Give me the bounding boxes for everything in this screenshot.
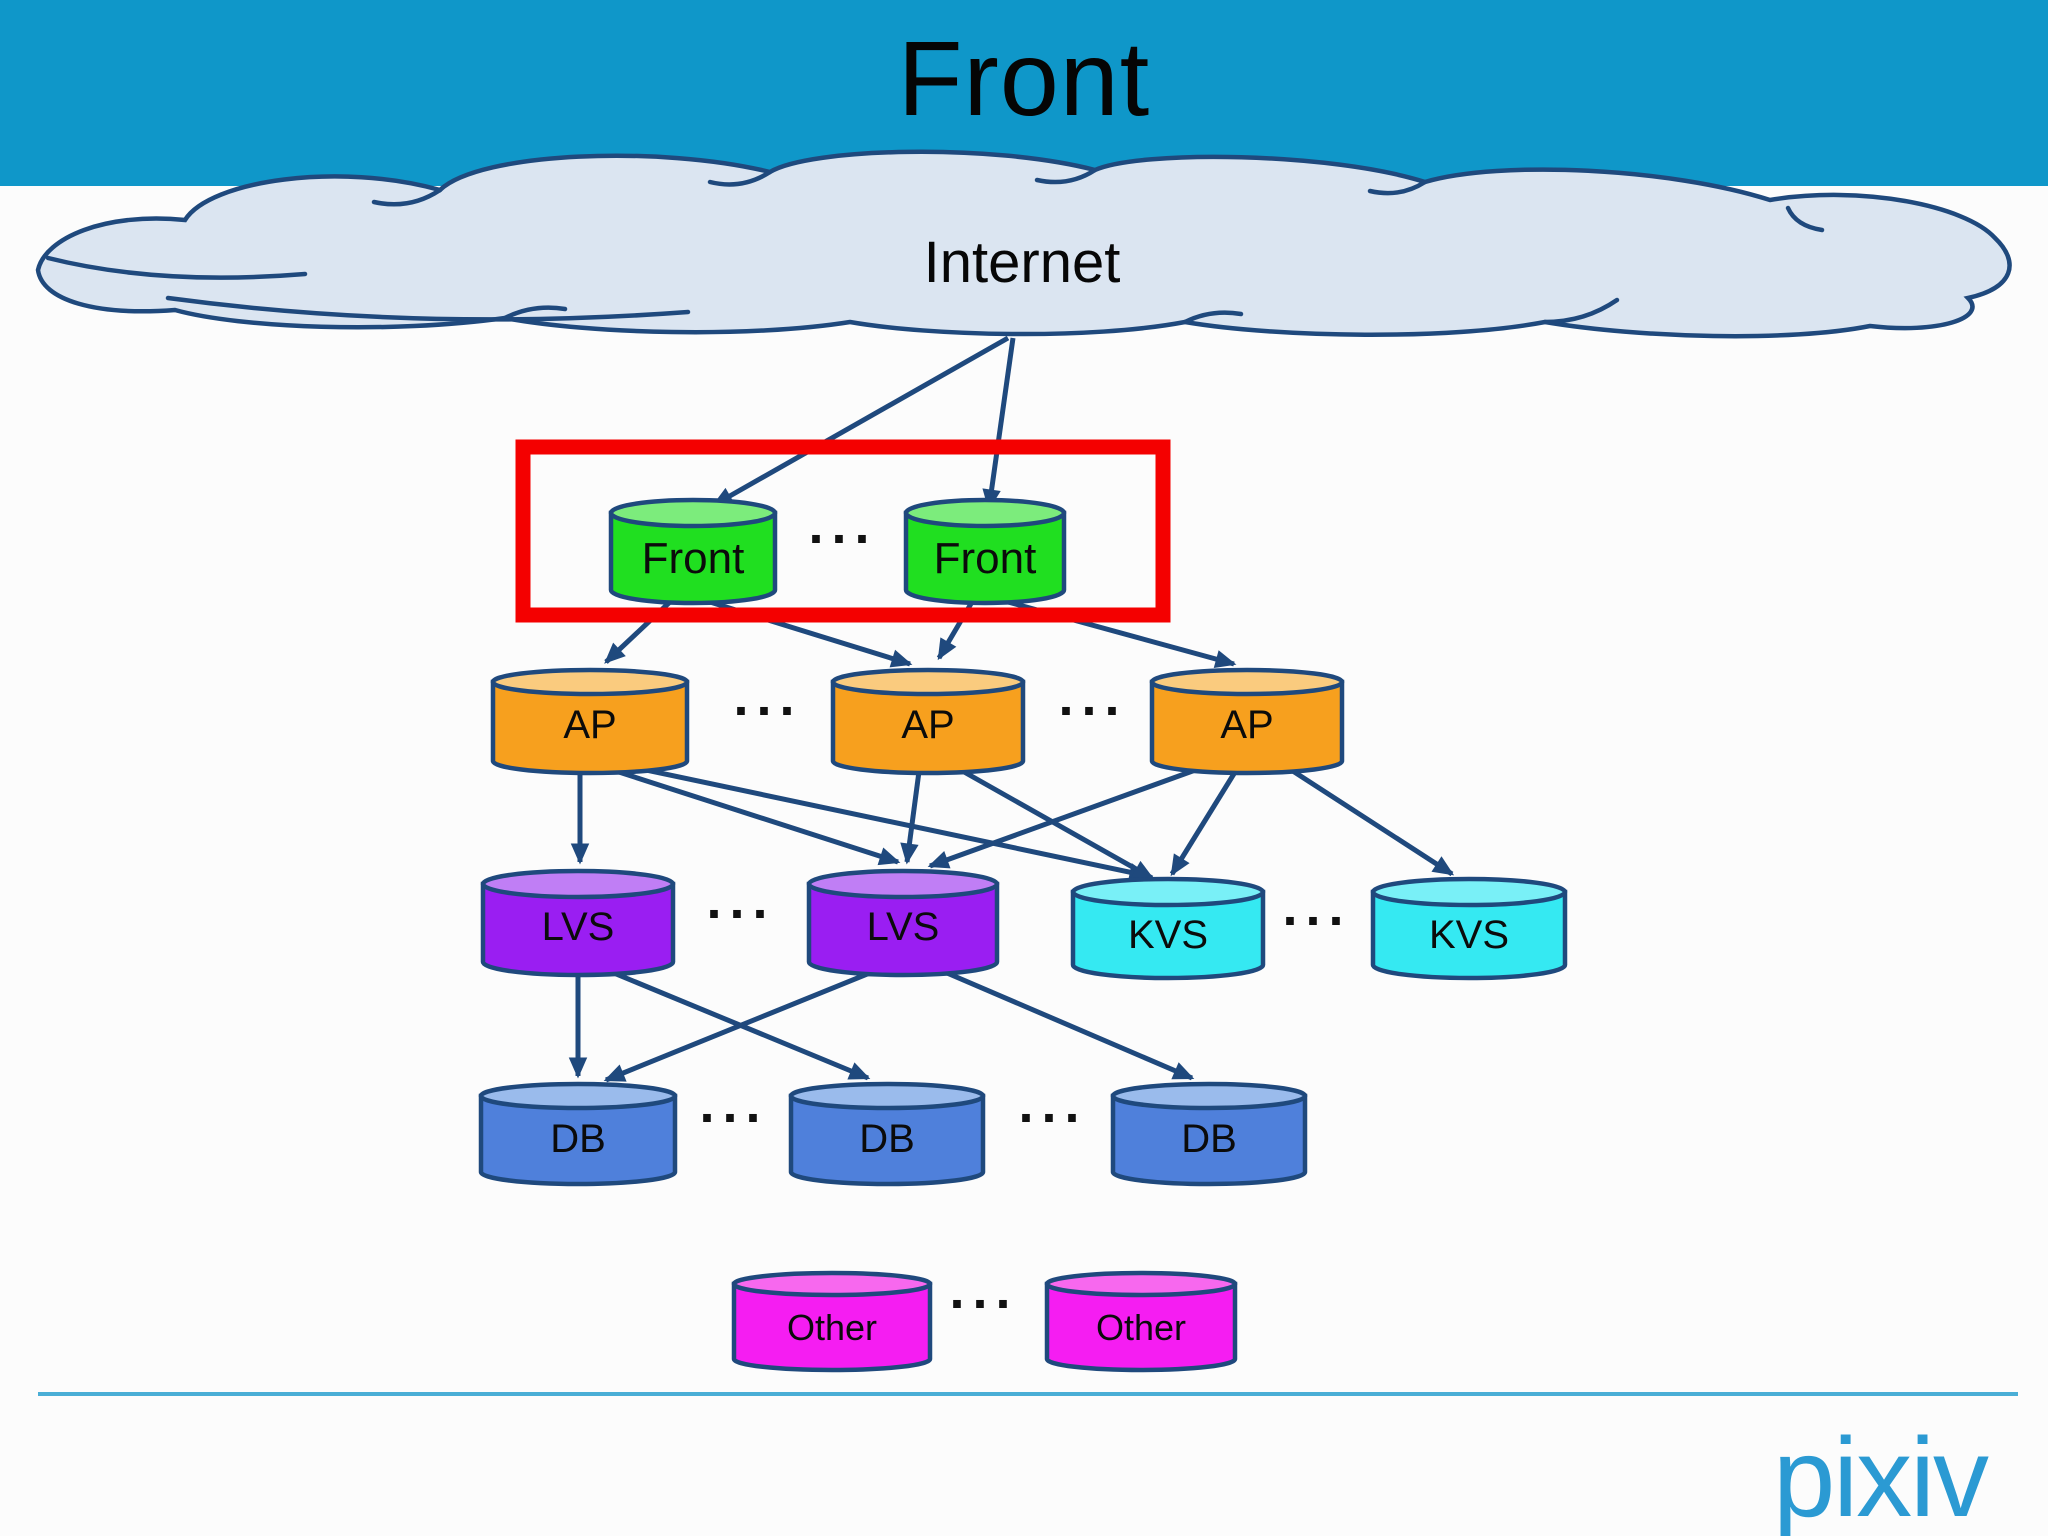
arrow-ap3-kvs2 [1280, 761, 1455, 877]
cloud-label: Internet [924, 230, 1121, 295]
arrow-internet-front1 [711, 335, 1010, 508]
page-title: Front [897, 19, 1151, 138]
node-label-ap: AP [901, 703, 954, 747]
cylinder-kvs-2: KVS [1370, 876, 1568, 981]
cloud-curl [707, 169, 773, 187]
arrow-ap3-lvs2 [927, 761, 1213, 869]
cylinder-ap-1: AP [490, 667, 690, 776]
cloud-curl [371, 187, 443, 207]
cylinder-body [1110, 1093, 1308, 1187]
ellipsis: ... [733, 667, 802, 727]
highlight-red-box [515, 439, 1171, 623]
cylinder-top [490, 667, 690, 697]
arrow-ap2-lvs2 [900, 763, 923, 865]
cylinder-top [788, 1081, 986, 1111]
cylinder-other-2: Other [1044, 1270, 1238, 1373]
cylinder-top [1110, 1081, 1308, 1111]
cylinder-body [830, 679, 1026, 776]
arrow-ap1-kvs1 [607, 759, 1151, 882]
cloud-curl [1182, 310, 1244, 325]
cylinder-other-1: Other [731, 1270, 933, 1373]
cylinder-body [731, 1281, 933, 1373]
cylinder-lvs-1: LVS [480, 868, 676, 978]
arrow-ap1-lvs2 [593, 761, 901, 866]
cylinder-lvs-2: LVS [806, 868, 1000, 978]
internet-cloud: Internet [35, 149, 2012, 339]
ellipsis: ... [1282, 877, 1351, 937]
cylinder-body [480, 881, 676, 978]
node-label-kvs: KVS [1128, 913, 1208, 957]
cylinder-body [1149, 679, 1345, 776]
arrow-lvs2-db1 [603, 961, 893, 1083]
cylinder-body [903, 510, 1067, 606]
cylinder-top [480, 868, 676, 900]
cylinder-top [1370, 876, 1568, 908]
cylinder-kvs-1: KVS [1070, 876, 1266, 981]
arrow-lvs1-db2 [591, 961, 871, 1081]
cloud-shape [35, 149, 2012, 339]
node-label-db: DB [1181, 1117, 1237, 1161]
ellipsis: ... [1018, 1074, 1087, 1134]
cylinder-top [830, 667, 1026, 697]
slide-header: Front [0, 0, 2048, 186]
node-label-other: Other [787, 1307, 877, 1348]
ellipsis: ... [949, 1260, 1018, 1320]
cylinder-db-2: DB [788, 1081, 986, 1187]
cloud-curl [45, 255, 308, 280]
cylinder-body [1070, 889, 1266, 981]
cylinder-top [1044, 1270, 1238, 1298]
cylinder-body [1370, 889, 1568, 981]
cylinder-top [731, 1270, 933, 1298]
node-label-kvs: KVS [1429, 913, 1509, 957]
footer-divider-line [38, 1392, 2018, 1396]
cloud-curl [1542, 297, 1620, 325]
node-label-db: DB [550, 1117, 606, 1161]
cylinder-top [1070, 876, 1266, 908]
ellipsis: ... [1058, 667, 1127, 727]
cylinder-db-1: DB [478, 1081, 678, 1187]
node-label-lvs: LVS [542, 905, 615, 949]
cloud-curl [165, 295, 691, 322]
ellipsis: ... [808, 495, 877, 555]
cloud-curl [1367, 179, 1428, 196]
pixiv-logo: pixiv [1773, 1415, 1989, 1536]
node-label-other: Other [1096, 1307, 1186, 1348]
arrow-lvs2-db3 [925, 961, 1195, 1081]
cylinder-ap-3: AP [1149, 667, 1345, 776]
cloud-curl [1034, 167, 1098, 185]
cloud-curl [1785, 205, 1825, 233]
cylinder-body [1044, 1281, 1238, 1373]
cylinder-top [806, 868, 1000, 900]
ellipsis: ... [699, 1074, 768, 1134]
node-label-front: Front [934, 534, 1037, 583]
cylinder-front-1: Front [608, 497, 778, 606]
cylinder-ap-2: AP [830, 667, 1026, 776]
node-label-db: DB [859, 1117, 915, 1161]
node-label-ap: AP [563, 703, 616, 747]
cylinder-body [478, 1093, 678, 1187]
cylinder-top [608, 497, 778, 529]
cylinder-db-3: DB [1110, 1081, 1308, 1187]
arrow-ap3-kvs1 [1169, 762, 1243, 877]
cylinder-body [788, 1093, 986, 1187]
cylinder-front-2: Front [903, 497, 1067, 606]
cylinder-body [490, 679, 690, 776]
arrow-internet-front2 [982, 337, 1016, 511]
node-label-lvs: LVS [867, 905, 940, 949]
cylinder-top [1149, 667, 1345, 697]
cylinder-body [806, 881, 1000, 978]
cylinder-top [903, 497, 1067, 529]
cylinder-top [478, 1081, 678, 1111]
cylinder-body [608, 510, 778, 606]
cloud-curl [502, 305, 568, 321]
node-label-front: Front [642, 534, 745, 583]
ellipsis: ... [706, 870, 775, 930]
node-label-ap: AP [1220, 703, 1273, 747]
